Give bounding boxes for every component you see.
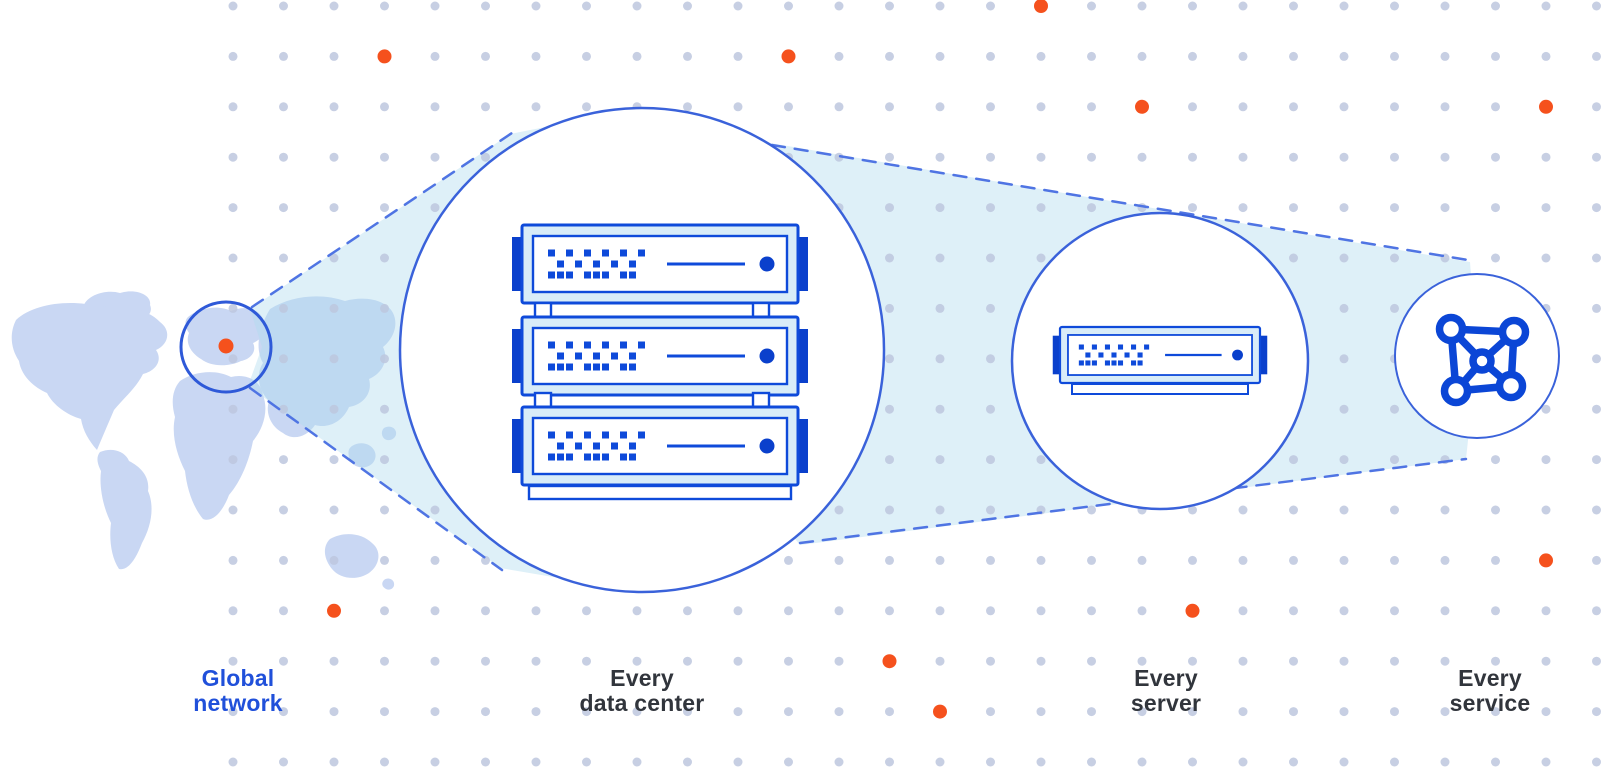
single-server-icon xyxy=(1052,325,1268,395)
orange-dot xyxy=(933,704,947,719)
network-graph-icon xyxy=(1435,313,1530,407)
network-node xyxy=(1440,375,1472,407)
label-line: data center xyxy=(579,690,705,716)
label-every-server: Every server xyxy=(1036,666,1296,716)
network-node xyxy=(1469,348,1495,374)
orange-dot xyxy=(781,49,796,64)
label-line: network xyxy=(193,690,283,716)
orange-dot xyxy=(1539,553,1553,568)
network-node xyxy=(1498,316,1530,348)
orange-dot xyxy=(882,654,897,669)
orange-dot xyxy=(1034,0,1048,13)
orange-dot xyxy=(1539,99,1553,114)
label-line: service xyxy=(1449,690,1531,716)
map-focus-circle xyxy=(179,300,273,394)
accent-orange-dots xyxy=(327,0,1553,719)
label-global-network: Global network xyxy=(108,666,368,716)
label-line: Every xyxy=(1458,665,1522,691)
label-every-data-center: Every data center xyxy=(512,666,772,716)
server-base xyxy=(1071,383,1249,395)
orange-dot xyxy=(377,49,392,64)
label-line: Global xyxy=(201,665,275,691)
rack-base xyxy=(527,484,793,501)
label-every-service: Every service xyxy=(1360,666,1620,716)
orange-dot xyxy=(1185,603,1200,618)
label-line: server xyxy=(1130,690,1202,716)
label-line: Every xyxy=(610,665,674,691)
map-location-marker xyxy=(218,338,234,354)
world-map xyxy=(11,291,397,590)
label-line: Every xyxy=(1134,665,1198,691)
orange-dot xyxy=(1135,99,1149,114)
orange-dot xyxy=(327,603,341,618)
datacenter-rack-icon xyxy=(512,223,808,501)
network-node xyxy=(1435,313,1467,345)
network-node xyxy=(1495,370,1527,402)
